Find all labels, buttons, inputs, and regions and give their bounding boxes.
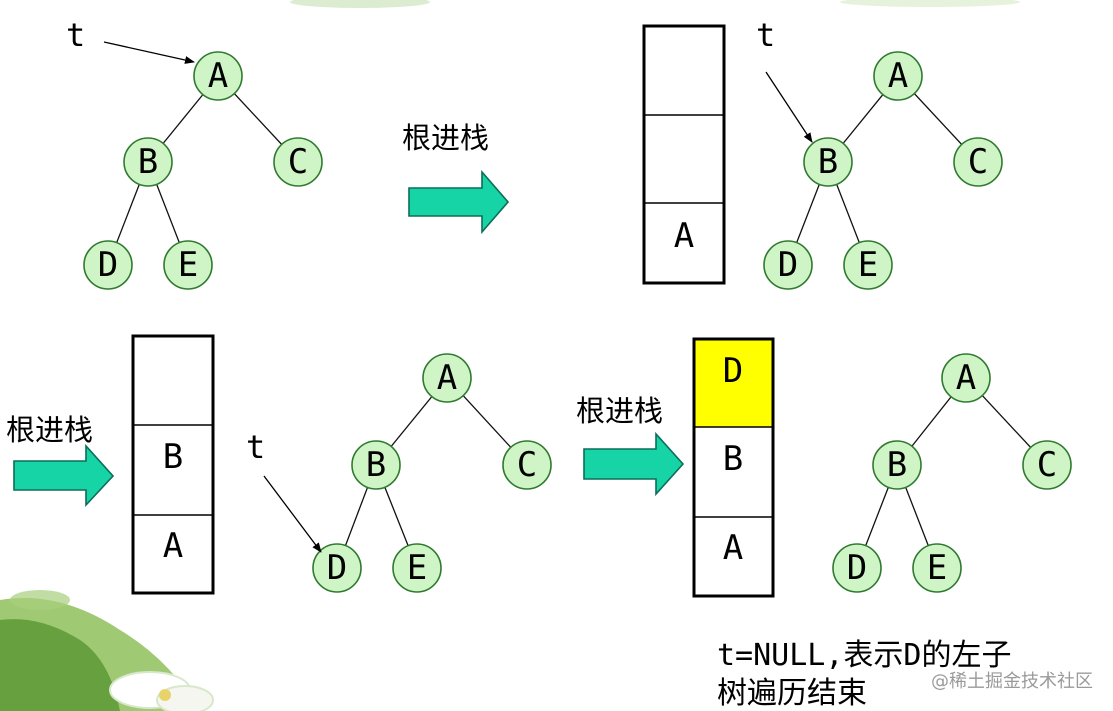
note-line-1: t=NULL,表示D的左子 [717, 638, 1012, 673]
svg-text:B: B [138, 142, 158, 182]
stack-cell-b: B [723, 439, 743, 479]
panel-3-tree: A B C D E t [246, 353, 552, 593]
tree-node-c: C [273, 137, 323, 187]
tree-node-b: B [123, 137, 173, 187]
svg-text:A: A [437, 358, 457, 398]
right-arrow-icon [408, 169, 510, 235]
tree-node-b: B [351, 440, 401, 490]
tree-node-a: A [941, 353, 991, 403]
push-label: 根进栈 [6, 413, 93, 447]
tree-node-e: E [912, 543, 962, 593]
tree-node-c: C [1022, 440, 1072, 490]
pointer-t-label: t [246, 428, 265, 466]
stack-top-highlight [694, 339, 773, 427]
svg-text:A: A [956, 358, 976, 398]
svg-text:C: C [1037, 445, 1057, 485]
push-label: 根进栈 [576, 394, 663, 428]
tree-node-e: E [392, 543, 442, 593]
svg-text:E: E [407, 548, 427, 588]
decoration-leaves-top [290, 0, 1020, 8]
panel-2-stack: A [642, 24, 726, 285]
stack-cell-b: B [163, 437, 183, 477]
right-arrow-icon [13, 443, 115, 508]
svg-text:B: B [887, 445, 907, 485]
push-label: 根进栈 [402, 121, 489, 155]
tree-node-d: D [83, 240, 133, 290]
transition-2: 根进栈 [6, 413, 115, 508]
stack-cell-a: A [723, 528, 743, 568]
svg-text:C: C [968, 142, 988, 182]
svg-text:E: E [178, 245, 198, 285]
pointer-arrow [103, 41, 195, 64]
tree-node-c: C [502, 440, 552, 490]
tree-node-a: A [422, 353, 472, 403]
tree-node-b: B [803, 137, 853, 187]
pointer-arrow [765, 71, 813, 143]
panel-4-stack: D B A [692, 337, 775, 598]
panel-2-tree: A B C D E t [756, 16, 1003, 290]
tree-node-e: E [163, 240, 213, 290]
svg-text:D: D [327, 548, 347, 588]
svg-text:D: D [98, 245, 118, 285]
stack-cell-d: D [723, 351, 743, 391]
svg-text:C: C [288, 142, 308, 182]
tree-node-d: D [832, 543, 882, 593]
svg-text:C: C [517, 445, 537, 485]
svg-text:B: B [818, 142, 838, 182]
tree-node-e: E [843, 240, 893, 290]
pointer-arrow [263, 475, 322, 553]
svg-text:B: B [366, 445, 386, 485]
svg-text:E: E [927, 548, 947, 588]
tree-node-c: C [953, 137, 1003, 187]
panel-3-stack: B A [131, 334, 215, 595]
transition-3: 根进栈 [576, 394, 685, 497]
tree-node-a: A [193, 51, 243, 101]
note-line-2: 树遍历结束 [717, 676, 867, 711]
stack-cell-a: A [674, 216, 694, 256]
watermark-text: @稀土掘金技术社区 [931, 671, 1093, 692]
panel-1-tree: A B C D E t [66, 16, 323, 290]
stack-cell-a: A [163, 526, 183, 566]
tree-node-d: D [763, 240, 813, 290]
pointer-t-label: t [66, 16, 85, 54]
decoration-flower-bottom-left [0, 590, 214, 711]
svg-text:D: D [778, 245, 798, 285]
tree-node-d: D [312, 543, 362, 593]
svg-text:E: E [858, 245, 878, 285]
right-arrow-icon [583, 431, 685, 497]
pointer-t-label: t [756, 16, 775, 54]
tree-node-a: A [873, 51, 923, 101]
svg-text:A: A [208, 56, 228, 96]
svg-text:A: A [888, 56, 908, 96]
transition-1: 根进栈 [402, 121, 510, 235]
panel-4-tree: A B C D E [832, 353, 1072, 593]
svg-text:D: D [847, 548, 867, 588]
tree-node-b: B [872, 440, 922, 490]
